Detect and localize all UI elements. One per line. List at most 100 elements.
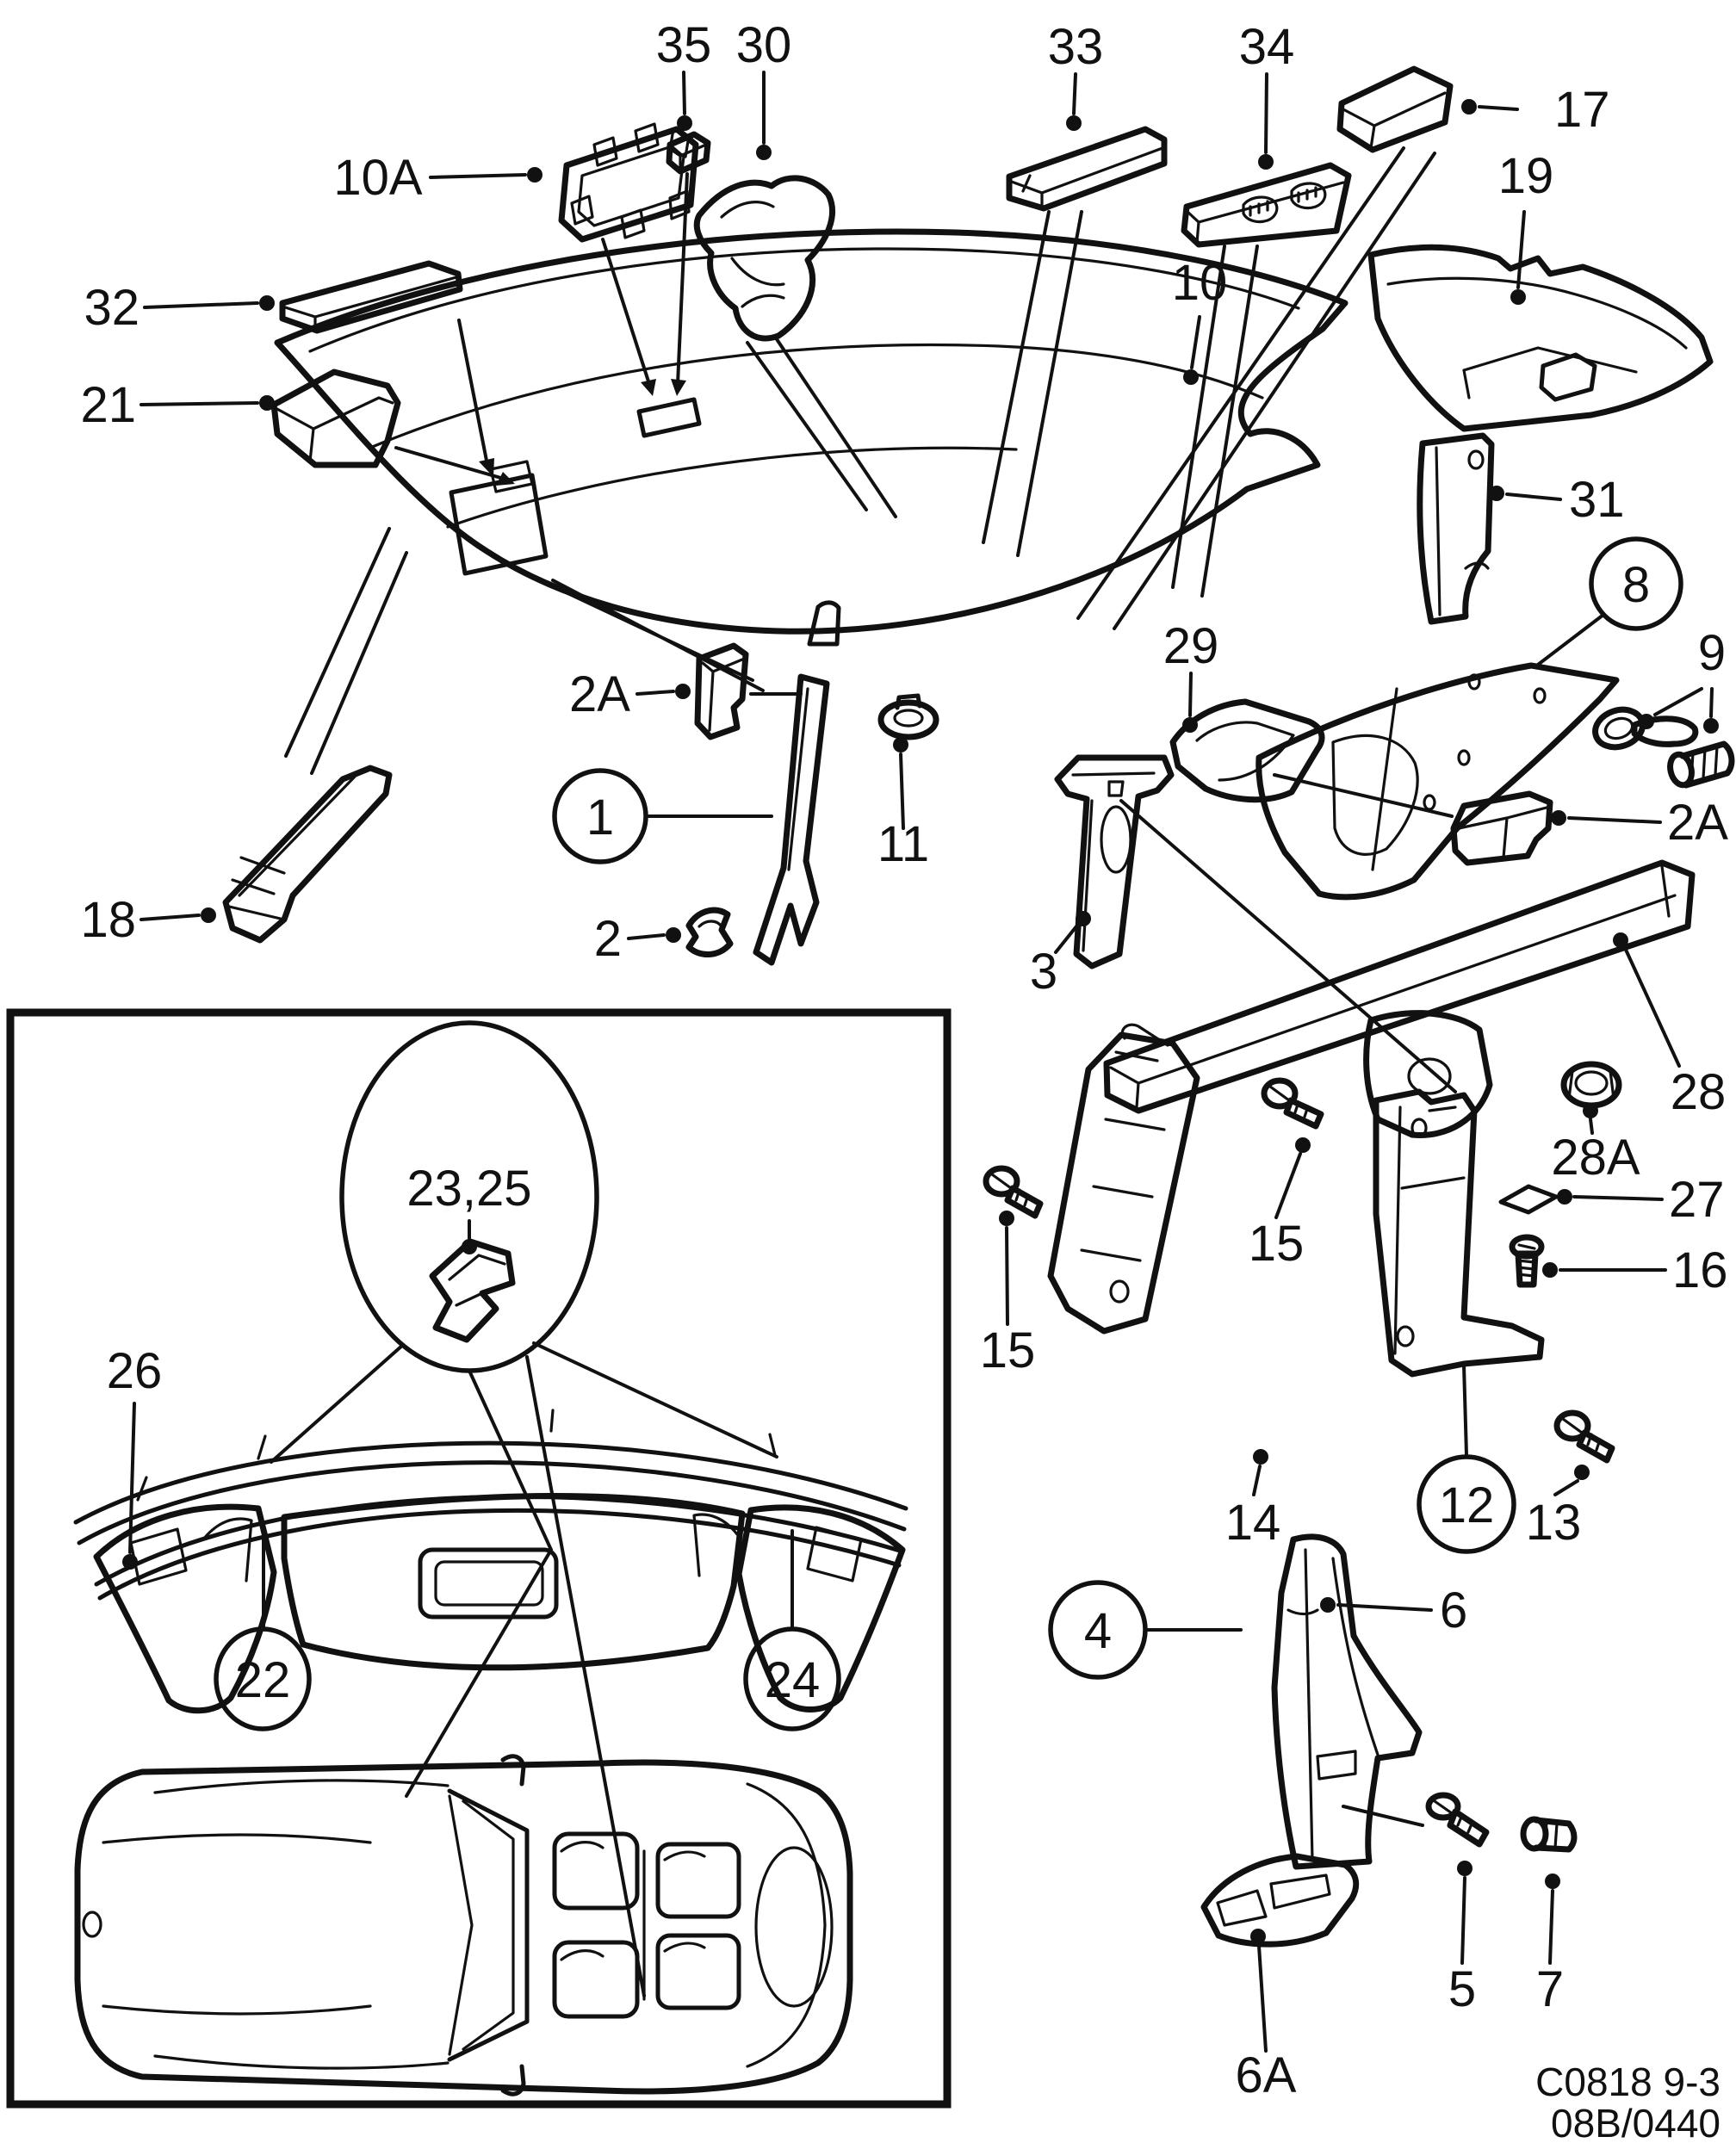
sheet-code: 08B/0440 xyxy=(1551,2101,1720,2143)
part-clip-2A-left xyxy=(694,642,749,740)
part-moulding-26 xyxy=(94,1494,905,1601)
callout-26: 26 xyxy=(107,1343,163,1570)
callout-label-6: 6 xyxy=(1440,1582,1467,1638)
callout-33: 33 xyxy=(1048,19,1103,131)
callout-22: 22 xyxy=(214,1529,312,1731)
part-window-frame xyxy=(73,1409,908,1545)
callout-3: 3 xyxy=(1030,911,1091,1000)
part-clip-11 xyxy=(877,693,939,740)
callout-28A: 28A xyxy=(1551,1103,1640,1186)
callout-label-29: 29 xyxy=(1163,618,1219,674)
part-clip-23-25 xyxy=(429,1238,516,1343)
part-bpillar-lower-14 xyxy=(1047,1023,1200,1335)
headliner-bpillar-wedge xyxy=(807,600,841,647)
callout-label-19: 19 xyxy=(1498,148,1554,204)
callout-label-28: 28 xyxy=(1671,1064,1727,1120)
part-bpillar-upper-31 xyxy=(1417,432,1495,625)
callout-6A: 6A xyxy=(1236,1929,1297,2103)
inset-panel xyxy=(6,1008,952,2109)
callout-12: 12 xyxy=(1417,1364,1516,1554)
callout-label-1: 1 xyxy=(586,790,614,845)
callout-17: 17 xyxy=(1461,82,1610,138)
callout-15-middle: 15 xyxy=(1249,1137,1311,1272)
callout-18: 18 xyxy=(80,892,216,948)
callout-label-18: 18 xyxy=(80,892,136,948)
callout-label-10: 10 xyxy=(1172,255,1228,311)
callout-label-28A: 28A xyxy=(1551,1130,1640,1186)
part-cpillar-bracket-12 xyxy=(1373,1088,1545,1378)
callout-label-4: 4 xyxy=(1084,1603,1112,1659)
callout-1: 1 xyxy=(552,768,773,864)
callout-8: 8 xyxy=(1533,536,1683,669)
part-clip-2 xyxy=(685,907,734,957)
callout-label-17: 17 xyxy=(1554,82,1610,138)
callout-label-8: 8 xyxy=(1622,557,1650,613)
part-apillar-trim-1 xyxy=(753,673,830,966)
guide-lines xyxy=(270,146,1457,1997)
callout-label-24: 24 xyxy=(765,1652,821,1708)
part-plug-9b xyxy=(1667,740,1735,789)
callout-label-10A: 10A xyxy=(333,150,423,206)
part-screw-15a xyxy=(983,1165,1044,1219)
part-cover-35 xyxy=(666,131,711,175)
callout-35: 35 xyxy=(656,17,712,131)
callout-label-2A-right: 2A xyxy=(1667,795,1728,851)
callout-label-11: 11 xyxy=(877,816,929,872)
car-top-view xyxy=(74,1754,853,2097)
callout-31: 31 xyxy=(1489,472,1625,528)
part-cpillar-panel-8 xyxy=(1256,662,1620,901)
callout-6: 6 xyxy=(1320,1582,1467,1638)
callout-label-3: 3 xyxy=(1030,944,1057,1000)
callout-label-26: 26 xyxy=(107,1343,163,1399)
part-screw-5 xyxy=(1425,1792,1490,1848)
callout-7: 7 xyxy=(1536,1874,1564,2017)
callout-label-15-middle: 15 xyxy=(1249,1216,1305,1272)
callout-label-23-25: 23,25 xyxy=(406,1161,531,1217)
callout-label-30: 30 xyxy=(736,17,792,73)
part-sill-strip-28 xyxy=(1103,859,1696,1138)
callout-label-2A-left: 2A xyxy=(569,666,630,722)
callout-label-16: 16 xyxy=(1672,1242,1728,1298)
callout-label-21: 21 xyxy=(80,377,136,433)
callout-30: 30 xyxy=(736,17,792,160)
part-front-cover-30 xyxy=(693,175,835,342)
callout-15-left: 15 xyxy=(980,1211,1035,1378)
part-grommet-28A xyxy=(1560,1061,1622,1109)
callout-23-25: 23,25 xyxy=(406,1161,532,1254)
callout-19: 19 xyxy=(1498,148,1554,305)
part-switch-panel-34 xyxy=(1181,162,1352,248)
part-apillar-trim-18 xyxy=(222,765,393,944)
callout-label-7: 7 xyxy=(1536,1961,1564,2017)
callout-14: 14 xyxy=(1225,1449,1280,1551)
part-screw-16 xyxy=(1509,1234,1545,1288)
callout-27: 27 xyxy=(1557,1172,1725,1228)
part-corner-trim-29 xyxy=(1169,698,1325,803)
callout-32: 32 xyxy=(84,280,275,336)
callout-34: 34 xyxy=(1239,19,1295,170)
callout-5: 5 xyxy=(1448,1861,1476,2017)
callout-10A: 10A xyxy=(333,150,542,206)
part-box-17 xyxy=(1336,65,1454,153)
part-bpillar-trim-3 xyxy=(1054,754,1175,969)
callout-4: 4 xyxy=(1048,1580,1243,1680)
callout-label-2: 2 xyxy=(594,911,622,967)
part-screw-13 xyxy=(1553,1409,1615,1464)
callout-16: 16 xyxy=(1542,1242,1728,1298)
callout-label-13: 13 xyxy=(1526,1495,1582,1551)
callout-label-34: 34 xyxy=(1239,19,1295,75)
headliner-domelamp-cutout xyxy=(636,397,702,438)
callout-label-35: 35 xyxy=(656,17,712,73)
callout-label-5: 5 xyxy=(1448,1961,1476,2017)
callout-2A-right: 2A xyxy=(1551,795,1728,851)
callout-24: 24 xyxy=(743,1529,841,1731)
callout-9: 9 xyxy=(1639,625,1726,734)
callout-28: 28 xyxy=(1613,932,1726,1120)
callout-10: 10 xyxy=(1172,255,1228,385)
callout-2A-left: 2A xyxy=(569,666,691,722)
callout-11: 11 xyxy=(877,737,929,872)
callout-label-27: 27 xyxy=(1669,1172,1725,1228)
part-gasket-27 xyxy=(1498,1184,1559,1215)
callout-label-31: 31 xyxy=(1569,472,1625,528)
